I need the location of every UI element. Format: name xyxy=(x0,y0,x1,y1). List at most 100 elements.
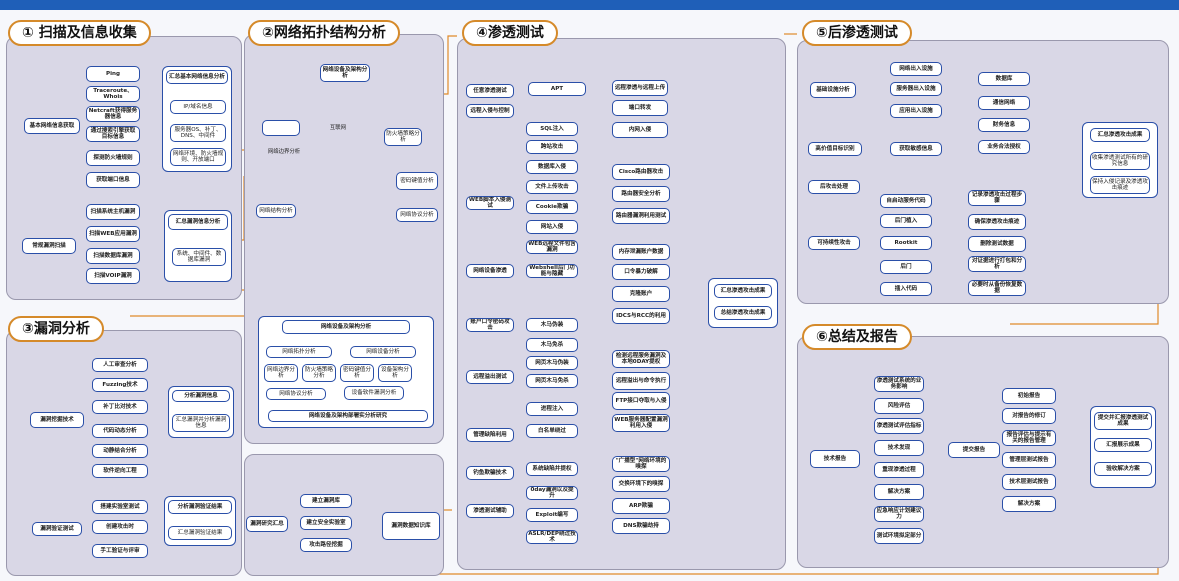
scan-summary-basic-title: 汇总基本网络信息分析 xyxy=(166,70,228,84)
vuln-verify-title: 分析漏洞验证结果 xyxy=(168,500,232,514)
post-persist-item: 后门 xyxy=(880,260,932,274)
pentest-summary-item: 总结渗透攻击成果 xyxy=(714,306,772,320)
topology-right-node: 防火墙策略分析 xyxy=(384,128,422,146)
report-root: 技术报告 xyxy=(810,450,860,468)
pentest-net-item: 克隆账户 xyxy=(612,286,670,302)
pentest-web-item: 文件上传攻击 xyxy=(526,180,578,194)
pentest-remote-item: 端口转发 xyxy=(612,100,668,116)
report-item: 渗透测试系统的业务影响 xyxy=(874,376,924,392)
scan-summary-basic-item: IP/域名信息 xyxy=(170,100,226,114)
post-persist-item: 后门植入 xyxy=(880,214,932,228)
post-info-item: 业务合法授权 xyxy=(978,140,1030,154)
scan-basic-item: 获取端口信息 xyxy=(86,172,140,188)
report-item: 技术发现 xyxy=(874,440,924,456)
title-report: ⑥总结及报告 xyxy=(802,324,912,350)
report-item: 应急响应计划建议力 xyxy=(874,506,924,522)
scan-summary-vuln-title: 汇总漏洞信息分析 xyxy=(168,214,228,230)
post-root-persist: 可持续性攻击 xyxy=(808,236,860,250)
vuln-mining-item: 软件逆向工程 xyxy=(92,464,148,478)
pentest-phish-item: ASLR/DEP绕过技术 xyxy=(526,530,578,544)
pentest-apt: APT xyxy=(528,82,586,96)
post-info-item: 通信网络 xyxy=(978,96,1030,110)
topology-summary-title: 网络设备及架构分析 xyxy=(282,320,410,334)
pentest-remote-item: 内网入侵 xyxy=(612,122,668,138)
pentest-left-item: 网络设备渗透 xyxy=(466,264,514,278)
pentest-web-item: Cookie欺骗 xyxy=(526,200,578,214)
pentest-acct-item: 进程注入 xyxy=(526,402,578,416)
post-info-item: 数据库 xyxy=(978,72,1030,86)
title-pentest: ④渗透测试 xyxy=(462,20,558,46)
scan-basic-item: 通过搜索引擎获取目标信息 xyxy=(86,126,140,142)
topology-sum-r1: 网络拓扑分析 xyxy=(266,346,332,358)
topology-node-shape xyxy=(262,120,300,136)
vuln-verify-item: 手工验证与评审 xyxy=(92,544,148,558)
pentest-net-item: 内存泄漏账户数据 xyxy=(612,244,670,260)
vuln-verify-item: 搭建实验室测试 xyxy=(92,500,148,514)
vuln-summary-title: 分析漏洞信息 xyxy=(172,390,230,402)
vuln-verify-item: 汇总漏洞验证结果 xyxy=(168,526,232,540)
vuln-knowledge-db: 漏洞数据知识库 xyxy=(382,512,440,540)
post-infra-item: 网络出入设施 xyxy=(890,62,942,76)
topology-top-node: 网络设备及架构分析 xyxy=(320,64,370,82)
post-info-item: 财务信息 xyxy=(978,118,1030,132)
post-root-after: 后攻击处理 xyxy=(808,180,860,194)
report-hub: 提交报告 xyxy=(948,442,1000,458)
scan-vuln-item: 扫描系统主机漏洞 xyxy=(86,204,140,220)
pentest-net-item: IDCS与RCC的利用 xyxy=(612,308,670,324)
post-clean-item: 必要时从备份恢复数据 xyxy=(968,280,1026,296)
vuln-mining-item: 动静结合分析 xyxy=(92,444,148,458)
pentest-acct-item: 木马免杀 xyxy=(526,338,578,352)
pentest-acct-item: 木马伪装 xyxy=(526,318,578,332)
pentest-left-item: 账户口令密码攻击 xyxy=(466,318,514,332)
scan-vuln-item: 扫描WEB应用漏洞 xyxy=(86,226,140,242)
post-clean-item: 确保渗透攻击痕迹 xyxy=(968,214,1026,230)
vuln-research-summary: 漏洞研究汇总 xyxy=(246,516,288,532)
topology-sum-r3: 网络协议分析 xyxy=(266,388,326,400)
topology-sum-r1: 网络设备分析 xyxy=(350,346,416,358)
report-sub: 解决方案 xyxy=(1002,496,1056,512)
pentest-web-item: Webshell后门功能与隐藏 xyxy=(526,264,578,278)
scan-summary-basic-item: 服务器OS、补丁、DNS、中间件 xyxy=(170,124,226,142)
pentest-remote-result: 远程溢出与命令执行 xyxy=(612,372,670,390)
report-final-item: 汇报展示成果 xyxy=(1094,438,1152,452)
pentest-left-item: WEB脚本入侵测试 xyxy=(466,196,514,210)
post-summary-item: 收集渗透测试所有的研究信息 xyxy=(1090,152,1150,170)
pentest-web-result: Cisco路由器攻击 xyxy=(612,164,670,180)
pentest-left-item: 远程溢出测试 xyxy=(466,370,514,384)
post-clean-item: 删除测试数据 xyxy=(968,236,1026,252)
post-clean-item: 记录渗透攻击过程步骤 xyxy=(968,190,1026,206)
post-root-infra: 基础设施分析 xyxy=(810,82,856,98)
scan-root-basic: 基本网络信息获取 xyxy=(24,118,80,134)
title-topology: ②网络拓扑结构分析 xyxy=(248,20,400,46)
pentest-remote-result: FTP接口夺取与入侵 xyxy=(612,392,670,410)
report-sub: 技术层测试报告 xyxy=(1002,474,1056,490)
pentest-phish-item: 0day漏洞以及提升 xyxy=(526,486,578,500)
topology-key-node: 密码键值分析 xyxy=(396,172,438,190)
report-item: 风险评估 xyxy=(874,398,924,414)
topology-internet-label: 互联网 xyxy=(329,125,347,131)
post-infra-item: 服务器出入设施 xyxy=(890,82,942,96)
vuln-mining-item: 补丁比对技术 xyxy=(92,400,148,414)
title-scan: ① 扫描及信息收集 xyxy=(8,20,151,46)
topology-summary-bottom: 网络设备及架构部署实分析研究 xyxy=(268,410,428,422)
pentest-acct-item: 网页木马免杀 xyxy=(526,374,578,388)
vuln-db-item: 建立安全实验室 xyxy=(300,516,352,530)
vuln-mining-item: 人工审查分析 xyxy=(92,358,148,372)
top-bar xyxy=(0,0,1179,10)
post-root-target: 高价值目标识别 xyxy=(808,142,862,156)
post-persist-item: Rootkit xyxy=(880,236,932,250)
scan-basic-item: Traceroute、Whois xyxy=(86,86,140,102)
pentest-phish-result: ARP欺骗 xyxy=(612,498,670,514)
vuln-db-item: 建立漏洞库 xyxy=(300,494,352,508)
scan-summary-vuln-item: 系统、中间件、数据库漏洞 xyxy=(172,248,226,266)
pentest-left-item: 管理缺陷利用 xyxy=(466,428,514,442)
vuln-db-item: 攻击路径挖掘 xyxy=(300,538,352,552)
pentest-left-item: 任意渗透测试 xyxy=(466,84,514,98)
report-sub: 管理层测试报告 xyxy=(1002,452,1056,468)
post-gain-info: 获取敏感信息 xyxy=(890,142,942,156)
topology-sum-r2: 防火墙策略分析 xyxy=(302,364,336,382)
vuln-mining-item: 代码动态分析 xyxy=(92,424,148,438)
pentest-net-item: 口令暴力破解 xyxy=(612,264,670,280)
pentest-web-result: 路由器漏洞利用测试 xyxy=(612,208,670,224)
